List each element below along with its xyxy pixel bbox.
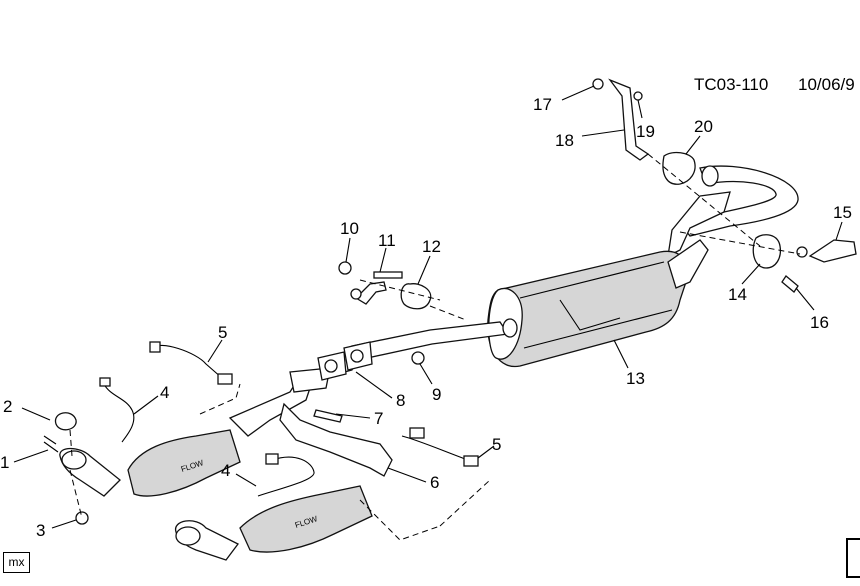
alignment-lines [69, 153, 801, 541]
callout-7: 7 [374, 409, 383, 428]
callout-13: 13 [626, 369, 645, 388]
flange-gaskets [317, 341, 373, 381]
callout-19: 19 [636, 122, 655, 141]
callouts: 1 2 3 4 4 5 5 6 7 8 9 10 11 12 13 14 15 [0, 85, 852, 540]
callout-12: 12 [422, 237, 441, 256]
intermediate-pipe [351, 318, 518, 361]
callout-8: 8 [396, 391, 405, 410]
corner-logo-icon [846, 538, 860, 578]
callout-2: 2 [3, 397, 12, 416]
catalytic-converter-lower: FLOW [175, 485, 373, 561]
oxygen-sensors [99, 341, 479, 497]
muffler [487, 239, 709, 368]
callout-16: 16 [810, 313, 829, 332]
figure-id: TC03-110 [694, 75, 768, 94]
y-pipe [228, 353, 393, 477]
callout-4-lower: 4 [221, 461, 230, 480]
callout-5-upper: 5 [218, 323, 227, 342]
callout-14: 14 [728, 285, 747, 304]
callout-5-lower: 5 [492, 435, 501, 454]
callout-18: 18 [555, 131, 574, 150]
figure-date: 10/06/9 [798, 75, 855, 94]
callout-3: 3 [36, 521, 45, 540]
callout-4-upper: 4 [160, 383, 169, 402]
callout-6: 6 [430, 473, 439, 492]
callout-11: 11 [378, 231, 396, 250]
callout-15: 15 [833, 203, 852, 222]
corner-mark: mx [3, 552, 30, 573]
callout-10: 10 [340, 219, 359, 238]
callout-17: 17 [533, 95, 552, 114]
callout-9: 9 [432, 385, 441, 404]
callout-1: 1 [0, 453, 9, 472]
callout-20: 20 [694, 117, 713, 136]
catalytic-converter-upper: FLOW [59, 429, 241, 497]
hanger-brackets [43, 78, 857, 525]
